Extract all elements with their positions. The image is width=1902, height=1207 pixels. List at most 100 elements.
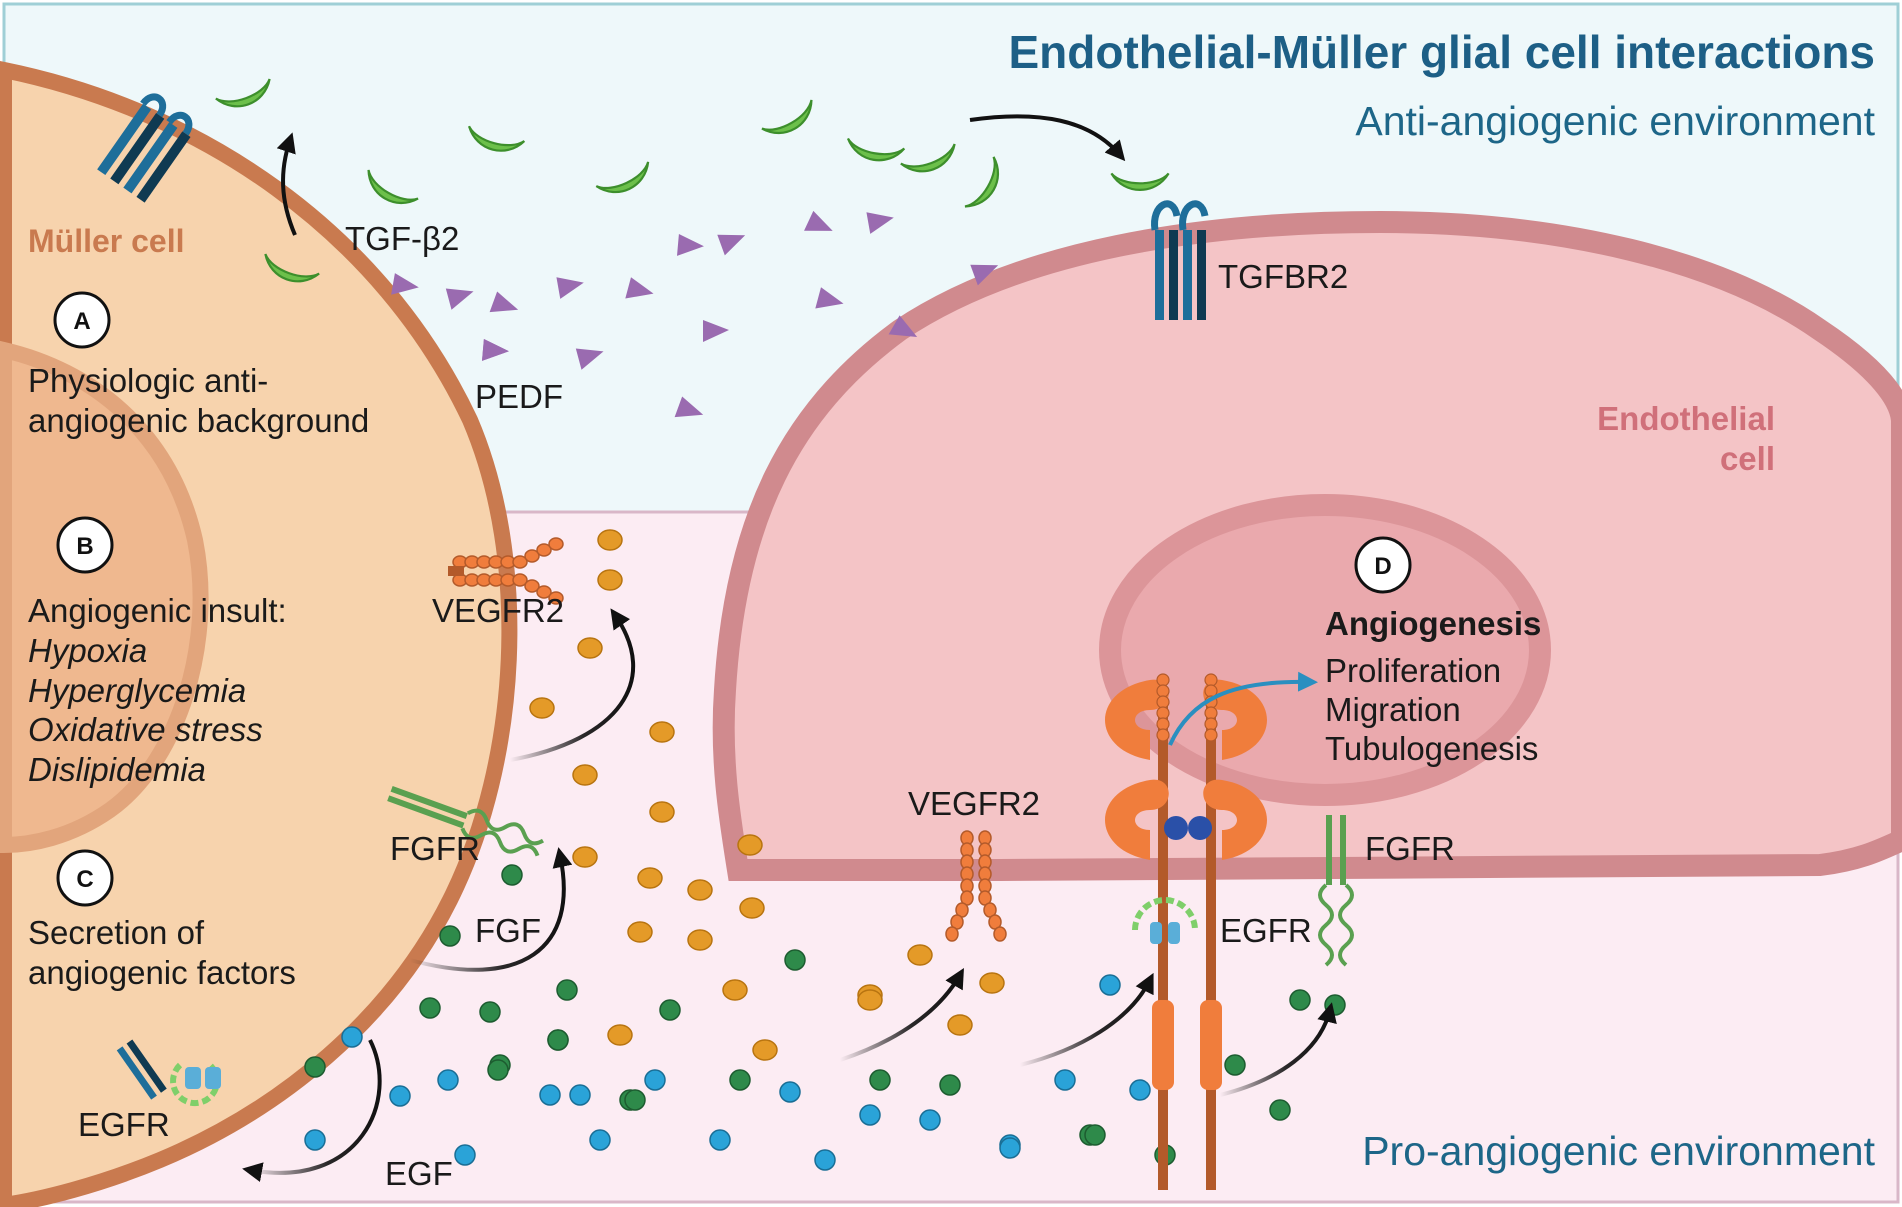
angiogenesis-signal-arrow xyxy=(1168,671,1318,746)
egf-molecule xyxy=(999,1137,1021,1159)
muller-egfr-receptor xyxy=(116,1039,221,1107)
egf-molecule xyxy=(389,1085,411,1107)
step-b-item-3: Oxidative stress xyxy=(28,711,263,748)
pedf-molecules xyxy=(391,210,999,418)
egf-molecules xyxy=(304,974,1151,1171)
step-b: B Angiogenic insult: Hypoxia Hyperglycem… xyxy=(28,516,287,788)
endo-fgfr-receptor xyxy=(1318,815,1354,967)
fgf-molecule xyxy=(1289,989,1311,1011)
vegf-molecule xyxy=(577,637,603,659)
vegfr2-domain xyxy=(524,579,540,593)
step-b-item-4: Dislipidemia xyxy=(28,751,206,788)
vegfr2-domain xyxy=(1156,695,1170,709)
pedf-label: PEDF xyxy=(475,378,563,415)
arrows xyxy=(242,114,1337,1182)
tgf-beta2-molecule xyxy=(595,161,650,194)
egf-molecule xyxy=(569,1084,591,1106)
tgfbr2-label: TGFBR2 xyxy=(1218,258,1348,295)
vegf-molecule xyxy=(947,1014,973,1036)
vegfr2-domain xyxy=(1156,706,1170,720)
fgf-molecule xyxy=(1084,1124,1106,1146)
vegf-molecule xyxy=(752,1039,778,1061)
fgf-molecule xyxy=(624,1089,646,1111)
endo-egfr-label: EGFR xyxy=(1220,912,1312,949)
vegfr2-domain xyxy=(536,543,552,557)
pedf-molecule xyxy=(391,273,419,295)
vegf-molecule xyxy=(687,929,713,951)
vegfr2-domain xyxy=(1204,717,1218,731)
tgf-beta2-molecules xyxy=(215,78,1170,283)
muller-egfr-label: EGFR xyxy=(78,1106,170,1143)
anti-env-label: Anti-angiogenic environment xyxy=(1355,98,1875,144)
vegf-molecule xyxy=(597,569,623,591)
pedf-molecule xyxy=(489,291,519,313)
step-b-badge-text: B xyxy=(76,533,93,560)
fgf-molecule xyxy=(501,864,523,886)
step-c-line2: angiogenic factors xyxy=(28,954,296,991)
egf-autocrine-arrow xyxy=(242,1039,382,1182)
vegfr2-domain xyxy=(536,585,552,599)
step-c-badge-text: C xyxy=(76,866,93,893)
egf-molecule xyxy=(919,1109,941,1131)
fgf-molecule xyxy=(556,979,578,1001)
egf-molecule xyxy=(814,1149,836,1171)
endo-vegfr2-label: VEGFR2 xyxy=(908,785,1040,822)
vegfr2-domain xyxy=(512,573,528,587)
step-d-heading: Angiogenesis xyxy=(1325,605,1541,642)
muller-tgf-receptor xyxy=(97,93,193,203)
vegf-molecule xyxy=(572,764,598,786)
egf-molecule xyxy=(539,1084,561,1106)
endo-egfr-receptor xyxy=(1132,897,1198,944)
egf-molecule xyxy=(779,1081,801,1103)
fgf-molecule xyxy=(939,1074,961,1096)
tgf-secretion-arrow xyxy=(276,132,297,236)
pedf-molecule xyxy=(703,320,729,342)
fgf-molecule xyxy=(419,997,441,1019)
muller-nucleus xyxy=(0,340,209,854)
tgf-beta2-molecule xyxy=(846,137,906,162)
vegf-molecule xyxy=(649,721,675,743)
vegfr2-domain xyxy=(512,555,528,569)
vegf-molecule xyxy=(597,529,623,551)
endo-vegfr2-receptor xyxy=(945,830,1007,942)
step-a-line1: Physiologic anti- xyxy=(28,362,268,399)
fgf-molecule xyxy=(1224,1054,1246,1076)
vegfr2-domain xyxy=(524,549,540,563)
egf-molecule xyxy=(709,1129,731,1151)
muller-cell xyxy=(0,61,518,1207)
egf-molecule xyxy=(1099,974,1121,996)
pedf-molecule xyxy=(888,315,918,337)
step-c: C Secretion of angiogenic factors xyxy=(28,849,296,991)
tgf-beta2-molecule xyxy=(964,156,999,208)
vegfr2-domain xyxy=(1156,684,1170,698)
muller-fgfr-label: FGFR xyxy=(390,830,480,867)
pedf-molecule xyxy=(674,396,704,418)
vegf-molecule xyxy=(572,846,598,868)
fgf-molecule xyxy=(487,1059,509,1081)
pro-env-label: Pro-angiogenic environment xyxy=(1362,1128,1875,1174)
pedf-molecule xyxy=(481,338,509,361)
figure-title: Endothelial-Müller glial cell interactio… xyxy=(1009,26,1876,78)
egf-molecule xyxy=(437,1069,459,1091)
pedf-molecule xyxy=(556,277,584,299)
muller-fgfr-receptor xyxy=(387,785,545,857)
fgf-molecule xyxy=(729,1069,751,1091)
vegfr2-domain xyxy=(1204,673,1218,687)
tgf-beta2-molecule xyxy=(264,253,320,283)
egf-label: EGF xyxy=(385,1155,453,1192)
endothelial-nucleus xyxy=(1099,494,1551,806)
vegf-molecule xyxy=(607,1024,633,1046)
step-d-item-1: Proliferation xyxy=(1325,652,1501,689)
step-d-badge-text: D xyxy=(1374,553,1391,580)
step-b-item-2: Hyperglycemia xyxy=(28,672,246,709)
step-d-item-2: Migration xyxy=(1325,691,1461,728)
vegf-molecule xyxy=(737,834,763,856)
step-d: D Angiogenesis Proliferation Migration T… xyxy=(1325,536,1541,767)
egf-molecule xyxy=(1129,1079,1151,1101)
egf-molecule xyxy=(644,1069,666,1091)
tgf-beta2-molecule xyxy=(1110,172,1170,191)
vegf-molecule xyxy=(529,697,555,719)
fgf-molecule xyxy=(784,949,806,971)
vegfr2-domain xyxy=(945,926,959,942)
